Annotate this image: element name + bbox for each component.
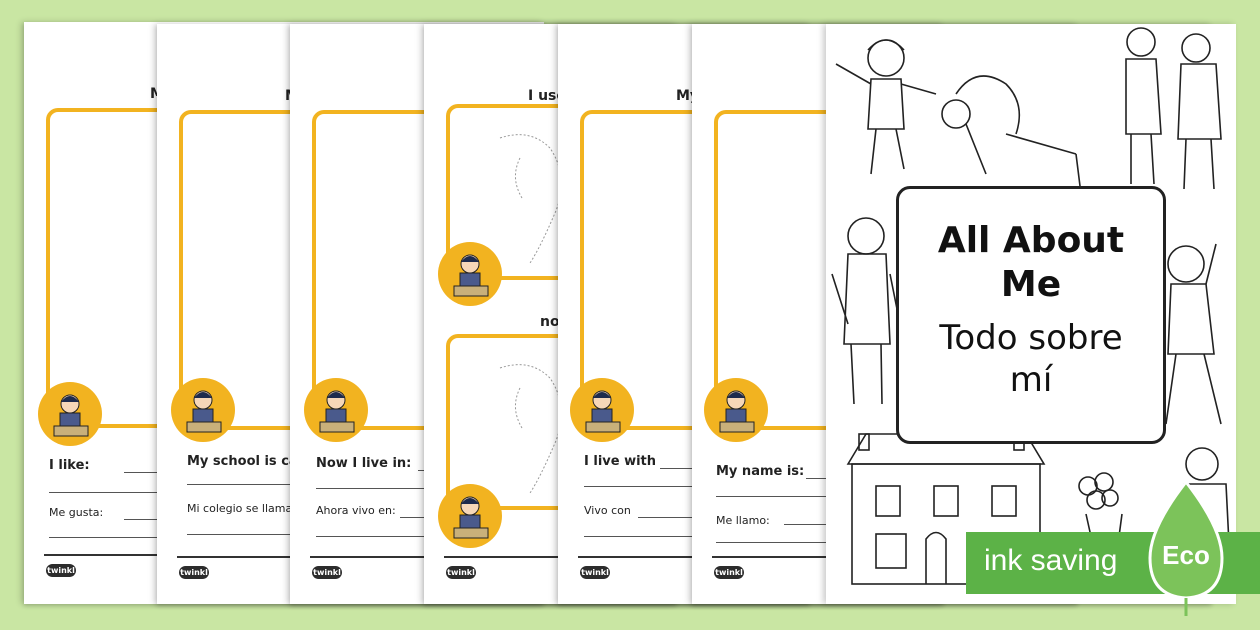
world-map-icon [499, 364, 562, 494]
twinkl-logo: twinkl [179, 566, 209, 579]
sheet-label: I live with [584, 454, 657, 469]
sheet-label: Now I live in: [316, 456, 412, 471]
child-drawing-avatar-icon [704, 378, 768, 442]
twinkl-logo: twinkl [580, 566, 610, 579]
twinkl-logo: twinkl [312, 566, 342, 579]
sheet-sub-label: Me gusta: [49, 506, 104, 519]
sheet-sub-label: Ahora vivo en: [316, 504, 396, 517]
twinkl-logo: twinkl [446, 566, 476, 579]
sheet-sub-label: Vivo con [584, 504, 631, 517]
child-drawing-avatar-icon [38, 382, 102, 446]
child-drawing-avatar-icon [304, 378, 368, 442]
sheet-label: My name is: [716, 464, 805, 479]
twinkl-logo: twinkl [714, 566, 744, 579]
eco-badge-label: Eco [1162, 540, 1210, 570]
sheet-label: My school is ca [187, 454, 298, 469]
twinkl-logo: twinkl [46, 564, 76, 577]
child-drawing-avatar-icon [570, 378, 634, 442]
world-map-icon [499, 134, 562, 264]
cover-title-box: All About Me Todo sobre mí [896, 186, 1166, 444]
cover-title: All About Me [937, 220, 1125, 305]
sheet-label: I like: [49, 458, 90, 473]
cover-page: All About Me Todo sobre mí [826, 24, 1236, 604]
child-drawing-avatar-icon [438, 484, 502, 548]
child-drawing-avatar-icon [171, 378, 235, 442]
eco-leaf-icon [1148, 479, 1224, 616]
sheet-sub-label: Mi colegio se llama [187, 502, 293, 515]
ink-saving-label: ink saving [984, 544, 1118, 577]
cover-subtitle: Todo sobre mí [939, 318, 1123, 400]
sheet-title: I use [528, 88, 566, 104]
child-drawing-avatar-icon [438, 242, 502, 306]
sheet-sub-label: Me llamo: [716, 514, 770, 527]
